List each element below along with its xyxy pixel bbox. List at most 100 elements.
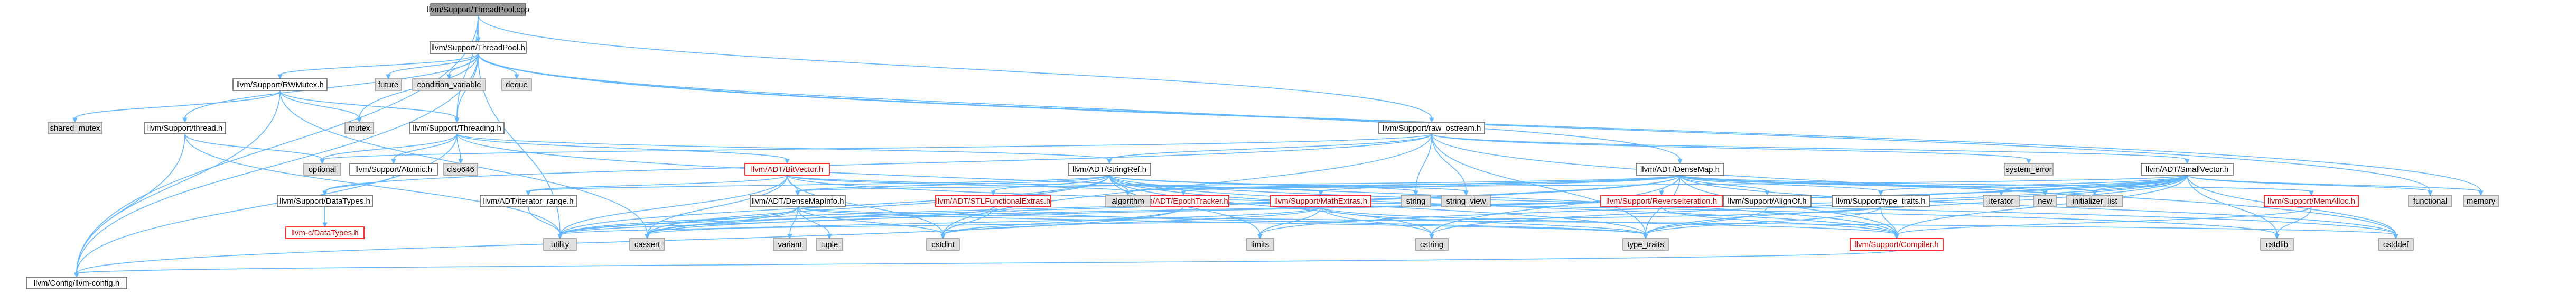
node-box bbox=[409, 122, 505, 134]
node-box bbox=[344, 122, 374, 134]
node-iterator_range[interactable]: llvm/ADT/iterator_range.h bbox=[480, 195, 577, 207]
node-box bbox=[48, 122, 102, 134]
arrowhead-icon bbox=[454, 117, 460, 123]
node-threadpool_h[interactable]: llvm/Support/ThreadPool.h bbox=[430, 41, 527, 54]
arrowhead-icon bbox=[1894, 234, 1899, 240]
edge-compiler-to-llvm_config bbox=[76, 250, 1897, 274]
edge-threading-to-llvm_config bbox=[76, 133, 458, 274]
node-bitvector[interactable]: llvm/ADT/BitVector.h bbox=[744, 163, 830, 176]
node-stringref[interactable]: llvm/ADT/StringRef.h bbox=[1068, 163, 1151, 176]
node-string_view: string_view bbox=[1441, 195, 1491, 207]
arrowhead-icon bbox=[458, 159, 463, 165]
node-box bbox=[1415, 238, 1449, 251]
node-llvm_config[interactable]: llvm/Config/llvm-config.h bbox=[26, 277, 127, 289]
node-box bbox=[2378, 238, 2414, 251]
node-box bbox=[926, 238, 960, 251]
node-label: llvm/Support/type_traits.h bbox=[1836, 197, 1925, 206]
node-box bbox=[2260, 238, 2294, 251]
node-mathextras[interactable]: llvm/Support/MathExtras.h bbox=[1270, 195, 1371, 207]
edge-type_traits_h-to-utility bbox=[559, 206, 1881, 235]
node-raw_ostream[interactable]: llvm/Support/raw_ostream.h bbox=[1378, 122, 1485, 134]
node-memalloc[interactable]: llvm/Support/MemAlloc.h bbox=[2264, 195, 2359, 207]
edge-densemap-to-epochtracker bbox=[1183, 175, 1681, 192]
node-cstring: cstring bbox=[1415, 238, 1449, 251]
node-label: llvm/Support/MemAlloc.h bbox=[2267, 197, 2355, 206]
edge-densemap-to-new bbox=[1679, 175, 2046, 192]
node-alignof[interactable]: llvm/Support/AlignOf.h bbox=[1723, 195, 1812, 207]
node-label: llvm/Support/raw_ostream.h bbox=[1383, 124, 1481, 133]
edge-stlfunctional-to-type_traits bbox=[993, 206, 1646, 235]
edge-mathextras-to-type_traits bbox=[1320, 206, 1646, 235]
node-densemap[interactable]: llvm/ADT/DenseMap.h bbox=[1636, 163, 1724, 176]
node-deque: deque bbox=[501, 78, 532, 91]
edge-memalloc-to-compiler bbox=[1896, 206, 2312, 235]
node-label: cstring bbox=[1420, 240, 1443, 249]
arrowhead-icon bbox=[1318, 190, 1323, 196]
arrowhead-icon bbox=[1429, 117, 1434, 123]
node-box bbox=[1378, 122, 1485, 134]
edge-root-to-threading bbox=[456, 15, 479, 119]
node-label: ciso646 bbox=[447, 165, 474, 174]
node-densemapinfo[interactable]: llvm/ADT/DenseMapInfo.h bbox=[750, 195, 846, 207]
edges-layer bbox=[72, 15, 2484, 278]
edge-densemap-to-mathextras bbox=[1320, 175, 1681, 192]
node-box bbox=[543, 238, 577, 251]
edge-rwmutex-to-cassert bbox=[279, 90, 648, 235]
node-c_datatypes[interactable]: llvm-c/DataTypes.h bbox=[285, 226, 365, 239]
node-smallvector[interactable]: llvm/ADT/SmallVector.h bbox=[2141, 163, 2234, 176]
edge-stringref-to-iterator_range bbox=[528, 175, 1110, 192]
arrowhead-icon bbox=[1413, 190, 1418, 196]
node-box bbox=[480, 195, 577, 207]
node-datatypes[interactable]: llvm/Support/DataTypes.h bbox=[277, 195, 373, 207]
edge-densemap-to-type_traits_h bbox=[1679, 175, 1881, 192]
node-reverseiteration[interactable]: llvm/Support/ReverseIteration.h bbox=[1600, 195, 1723, 207]
edge-type_traits_h-to-type_traits bbox=[1645, 206, 1881, 235]
node-label: string_view bbox=[1446, 197, 1486, 206]
node-threading[interactable]: llvm/Support/Threading.h bbox=[409, 122, 505, 134]
node-box bbox=[2264, 195, 2359, 207]
node-label: cstddef bbox=[2383, 240, 2409, 249]
arrowhead-icon bbox=[1257, 234, 1263, 240]
node-label: llvm/ADT/DenseMap.h bbox=[1640, 165, 1720, 174]
arrowhead-icon bbox=[277, 74, 283, 80]
node-box bbox=[744, 163, 830, 176]
node-label: string bbox=[1406, 197, 1426, 206]
edge-mathextras-to-compiler bbox=[1320, 206, 1897, 235]
arrowhead-icon bbox=[2274, 234, 2280, 240]
node-root[interactable]: llvm/Support/ThreadPool.cpp bbox=[427, 3, 529, 16]
node-type_traits: type_traits bbox=[1622, 238, 1669, 251]
node-atomic[interactable]: llvm/Support/Atomic.h bbox=[349, 163, 438, 176]
node-label: llvm/Support/Compiler.h bbox=[1854, 240, 1938, 249]
node-label: deque bbox=[506, 80, 528, 89]
arrowhead-icon bbox=[322, 190, 328, 196]
node-label: llvm/Support/MathExtras.h bbox=[1274, 197, 1367, 206]
node-epochtracker[interactable]: llvm/ADT/EpochTracker.h bbox=[1137, 195, 1229, 207]
node-cstdint: cstdint bbox=[926, 238, 960, 251]
edge-smallvector-to-memory bbox=[2187, 175, 2481, 192]
edge-rwmutex-to-threading bbox=[279, 90, 458, 119]
node-label: llvm/Support/thread.h bbox=[147, 124, 223, 133]
node-label: llvm/Support/ThreadPool.cpp bbox=[427, 5, 529, 14]
arrowhead-icon bbox=[1125, 190, 1131, 196]
arrowhead-icon bbox=[1181, 190, 1186, 196]
edge-stlfunctional-to-utility bbox=[559, 206, 994, 235]
node-label: llvm-c/DataTypes.h bbox=[291, 229, 359, 238]
node-box bbox=[303, 163, 341, 176]
node-system_error: system_error bbox=[2004, 163, 2054, 176]
node-box bbox=[1622, 238, 1669, 251]
node-box bbox=[2004, 163, 2054, 176]
node-thread[interactable]: llvm/Support/thread.h bbox=[144, 122, 226, 134]
edge-threadpool_h-to-llvm_config bbox=[76, 53, 479, 274]
arrowhead-icon bbox=[2185, 159, 2190, 165]
node-stlfunctional[interactable]: llvm/ADT/STLFunctionalExtras.h bbox=[935, 195, 1051, 207]
arrowhead-icon bbox=[475, 37, 481, 43]
node-type_traits_h[interactable]: llvm/Support/type_traits.h bbox=[1832, 195, 1930, 207]
node-box bbox=[26, 277, 127, 289]
arrowhead-icon bbox=[2092, 190, 2097, 196]
edge-densemapinfo-to-cstdint bbox=[797, 206, 944, 235]
node-compiler[interactable]: llvm/Support/Compiler.h bbox=[1850, 238, 1944, 251]
node-rwmutex[interactable]: llvm/Support/RWMutex.h bbox=[232, 78, 328, 91]
edge-threadpool_h-to-deque bbox=[478, 53, 517, 76]
edge-raw_ostream-to-stringref bbox=[1109, 133, 1432, 160]
edge-rwmutex-to-llvm_config bbox=[76, 90, 281, 274]
